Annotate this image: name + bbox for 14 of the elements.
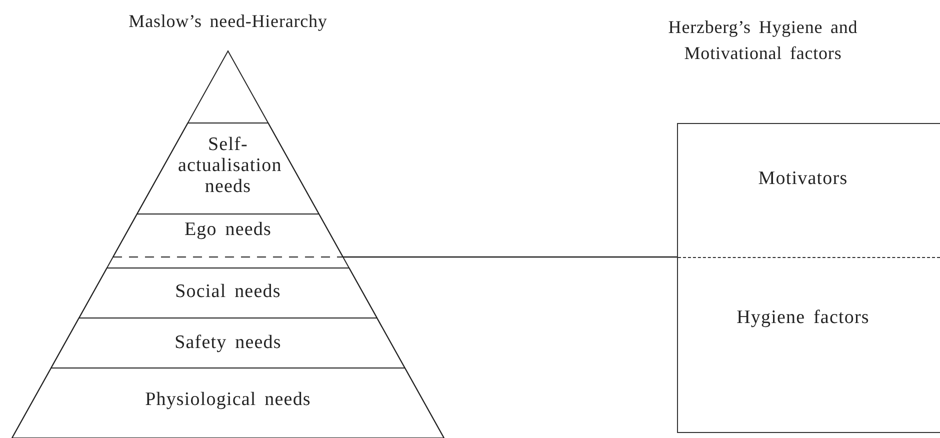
pyramid-band [12, 368, 444, 438]
pyramid-band [137, 123, 319, 214]
band-label: Ego needs [183, 220, 272, 241]
pyramid-band [113, 214, 343, 257]
band-label: Physiological needs [144, 390, 312, 411]
factor-label: Motivators [757, 169, 849, 190]
factor-label: Hygiene factors [736, 308, 870, 329]
connector-line [342, 256, 677, 258]
pyramid-band [78, 268, 377, 318]
band-label: Social needs [174, 282, 282, 303]
pyramid-heading: Maslow’s need-Hierarchy [128, 10, 328, 33]
pyramid-band [51, 318, 405, 368]
band-label: Safety needs [174, 333, 282, 354]
factor-heading: Herzberg’s Hygiene and Motivational factors [667, 16, 859, 66]
